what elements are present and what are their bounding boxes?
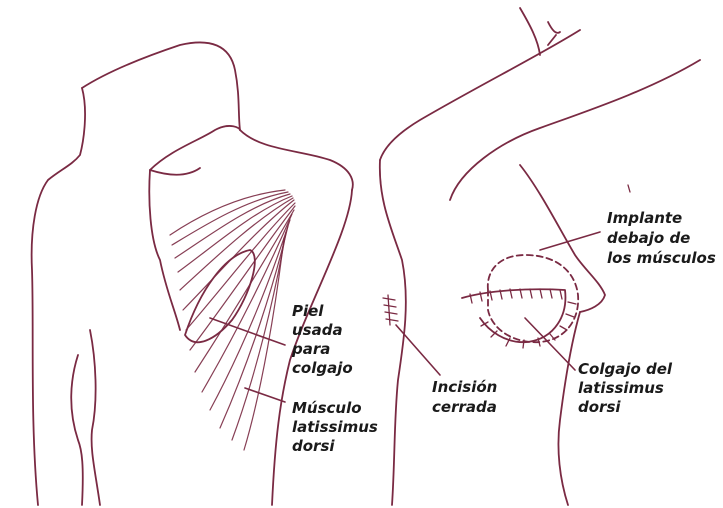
label-muscle-line-1: Músculo (292, 399, 362, 417)
label-incision-line-2: cerrada (432, 398, 497, 416)
label-implant-line-2: debajo de (607, 229, 690, 247)
arm-back-outline (240, 130, 353, 190)
leader-flap (525, 318, 575, 370)
raised-arm-top (380, 30, 580, 160)
label-skin-line-4: colgajo (292, 359, 353, 377)
arm-crease-left (71, 355, 83, 505)
raised-arm-bottom (450, 60, 700, 200)
label-skin-line-2: usada (292, 321, 343, 339)
small-mark (628, 185, 630, 192)
label-muscle-line-2: latissimus (292, 418, 378, 436)
label-closed-incision: Incisión cerrada (432, 378, 497, 416)
label-flap-line-3: dorsi (578, 398, 621, 416)
back-incision-stitches (383, 295, 398, 325)
label-skin-for-flap: Piel usada para colgajo (291, 302, 353, 377)
side-torso-front (558, 312, 580, 505)
torso-left-outline (149, 170, 180, 330)
chin-outline (520, 8, 540, 55)
armpit-fold (82, 42, 240, 130)
label-skin-line-1: Piel (292, 302, 324, 320)
skin-island-ellipse (185, 250, 255, 342)
upper-arm-line (150, 168, 200, 175)
label-skin-line-3: para (291, 340, 330, 358)
label-flap-line-2: latissimus (578, 379, 664, 397)
neck-detail (548, 22, 560, 45)
label-implant-line-3: los músculos (607, 249, 716, 267)
raised-arm-outline (32, 88, 85, 505)
label-flap-line-1: Colgajo del (578, 360, 673, 378)
leader-muscle (245, 388, 285, 402)
label-implant-under-muscles: Implante debajo de los músculos (607, 209, 716, 267)
label-implant-line-1: Implante (607, 209, 682, 227)
label-latissimus-muscle: Músculo latissimus dorsi (292, 399, 378, 455)
arm-crease-right (90, 330, 100, 505)
label-incision-line-1: Incisión (432, 378, 497, 396)
label-latissimus-flap: Colgajo del latissimus dorsi (578, 360, 673, 416)
armpit-skin-fold (150, 126, 240, 170)
label-muscle-line-3: dorsi (292, 437, 335, 455)
